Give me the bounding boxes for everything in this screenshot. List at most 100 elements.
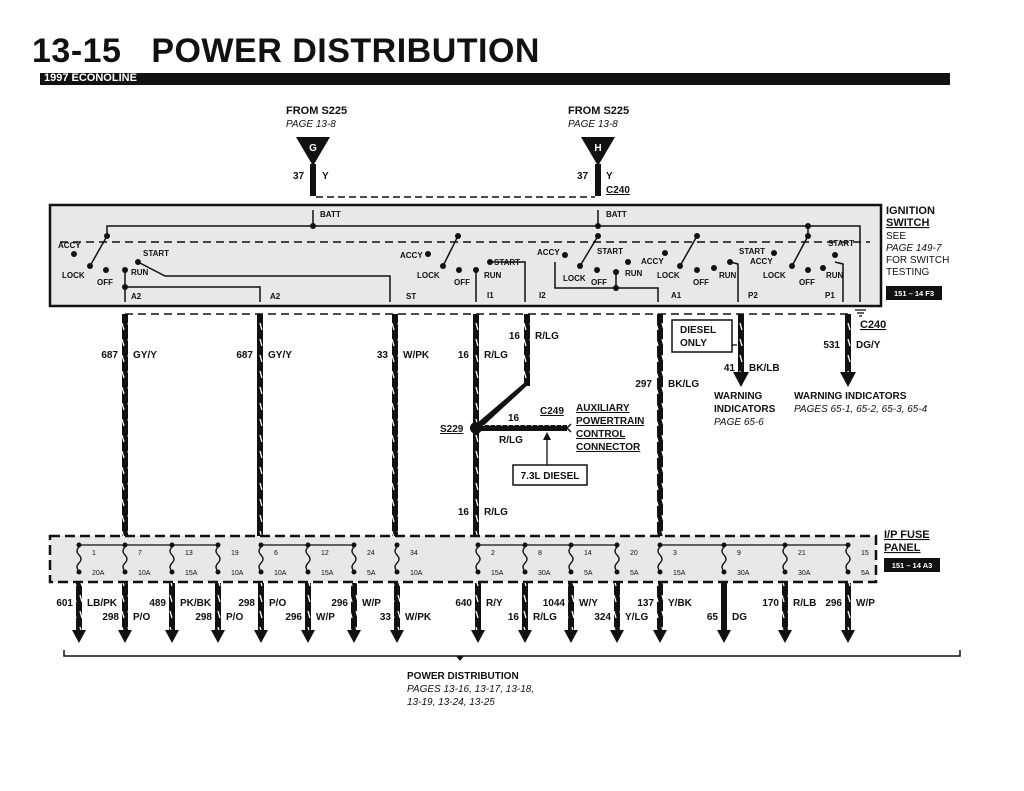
aux-label-1: AUXILIARY [576,403,630,414]
circuit-label: 297 [635,379,652,390]
diesel-option-box [512,464,588,486]
source-h-page: PAGE 13-8 [568,119,618,130]
fuse-contact [215,542,221,548]
switch-labels: BATT BATT ACCY LOCK OFF RUN START ACCY L… [58,210,854,301]
circuit-label: 687 [236,350,253,361]
output-color: W/P [856,598,875,609]
arrow-down-icon [211,630,225,643]
fuse-panel-title: I/P FUSE PANEL 151 – 14 A3 [884,529,940,572]
fuse-amps: 30A [737,570,750,577]
fuse-icon [215,546,221,572]
color-label: GY/Y [268,350,292,361]
output-wire [215,583,221,633]
splice-s229-group: S229 16 R/LG C249 AUXILIARY POWERTRAIN C… [440,403,644,486]
output-color: R/LG [533,612,557,623]
batt-label: BATT [606,210,627,219]
fuse-icon [475,546,481,572]
fuse-number: 14 [584,550,592,557]
fuse-icon [845,546,851,572]
source-g-from: FROM S225 [286,105,347,117]
diesel-option-label: 7.3L DIESEL [521,471,580,482]
fuse-icon [657,546,663,572]
source-g: FROM S225 PAGE 13-8 G 37 Y [286,105,347,196]
vehicle-label: 1997 ECONOLINE [44,72,137,84]
fuse-amps: 5A [630,570,639,577]
lock-label: LOCK [62,271,85,280]
fuse-number: 19 [231,550,239,557]
page-heading: POWER DISTRIBUTION [151,32,540,70]
fuse-panel-box [48,534,878,584]
terminal-label: I1 [487,291,494,300]
terminal-label: A1 [671,291,682,300]
fuse-amps: 10A [138,570,151,577]
connector-c249-icon [565,423,572,433]
fuse-panel-title-1: I/P FUSE [884,529,930,541]
fuse-contact [351,569,357,575]
fuse-contact [721,542,727,548]
off-label: OFF [97,278,113,287]
arrow-down-icon [347,630,361,643]
color-label: BK/LB [749,363,780,374]
output-color: PK/BK [180,598,212,609]
source-h: FROM S225 PAGE 13-8 H 37 Y C240 [568,105,630,196]
arrow-down-icon [610,630,624,643]
connector-c249-label: C249 [540,406,564,417]
fuse-number: 34 [410,550,418,557]
arrow-down-icon [841,630,855,643]
arrow-down-icon [254,630,268,643]
wire-37-h [595,164,601,196]
arrow-down-icon [471,630,485,643]
circuit-label: 16 [509,331,521,342]
connector-h-letter: H [594,143,601,154]
fuse-contact [76,569,82,575]
arrow-down-icon [717,630,731,643]
fuse-contact [568,569,574,575]
output-circuit: 65 [707,612,719,623]
color-label: R/LG [499,435,523,446]
switch-note-1: FOR SWITCH [886,255,949,266]
output-color: W/P [362,598,381,609]
fuse-amps: 20A [92,570,105,577]
circuit-label: 687 [101,350,118,361]
fuse-icon [258,546,264,572]
fuse-amps: 5A [367,570,376,577]
connector-g-letter: G [309,143,317,154]
terminal-label: I2 [539,291,546,300]
warning-indicators: WARNING INDICATORS PAGE 65-6 WARNING IND… [714,391,928,428]
accy-label: ACCY [641,257,664,266]
terminal-label: ST [406,292,416,301]
switch-see: SEE [886,231,906,242]
diesel-only-1: DIESEL [680,325,716,336]
splice-s229-icon [470,422,482,434]
fuse-amps: 30A [538,570,551,577]
fuse-amps: 10A [231,570,244,577]
start-label: START [739,247,765,256]
output-circuit: 298 [238,598,255,609]
wire-16-diagonal [476,383,530,428]
color-label: DG/Y [856,340,881,351]
source-h-from: FROM S225 [568,105,629,117]
output-color: R/LB [793,598,816,609]
wire-16-i2 [524,314,530,386]
lock-label: LOCK [763,271,786,280]
start-label: START [143,249,169,258]
color-label: R/LG [484,350,508,361]
output-circuit: 296 [825,598,842,609]
fuse-number: 8 [538,550,542,557]
diesel-only-box [671,319,733,353]
fuse-number: 3 [673,550,677,557]
switch-wiring [89,210,861,302]
fuse-number: 13 [185,550,193,557]
output-circuit: 33 [380,612,392,623]
output-circuit: 137 [637,598,654,609]
output-wire [351,583,357,633]
color-label: R/LG [535,331,559,342]
fuse-icon [122,546,128,572]
arrow-down-icon [733,372,749,387]
lock-label: LOCK [563,274,586,283]
fuse-number: 12 [321,550,329,557]
splice-name: S229 [440,424,464,435]
output-color: Y/BK [668,598,693,609]
